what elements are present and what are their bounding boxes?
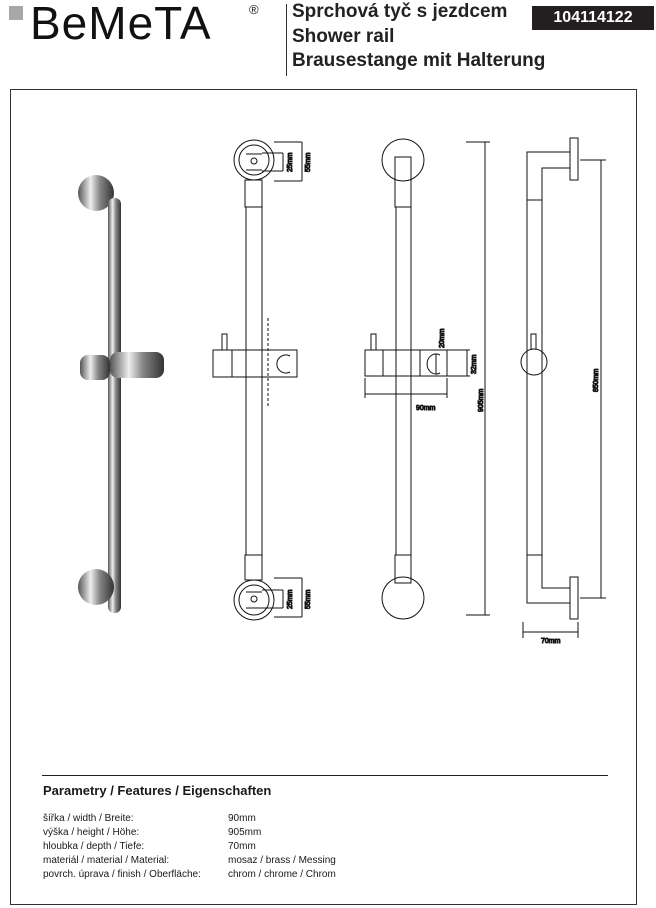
- feature-label: povrch. úprava / finish / Oberfläche:: [43, 869, 201, 880]
- features-divider: [42, 775, 608, 776]
- title-de: Brausestange mit Halterung: [292, 50, 546, 71]
- drawing-frame: [10, 89, 637, 905]
- feature-value: mosaz / brass / Messing: [228, 855, 336, 866]
- feature-value: chrom / chrome / Chrom: [228, 869, 336, 880]
- product-code-badge: 104114122: [532, 6, 654, 30]
- feature-value: 905mm: [228, 827, 262, 838]
- dim-holder-height: 32mm: [471, 354, 478, 374]
- title-cz: Sprchová tyč s jezdcem: [292, 1, 508, 22]
- header-divider: [286, 4, 287, 76]
- front-view: [364, 138, 490, 620]
- brand-logo: BeMeTA: [30, 0, 212, 49]
- feature-label: materiál / material / Material:: [43, 855, 170, 866]
- dim-bottom-plate: 55mm: [305, 589, 312, 609]
- dim-rail-length: 850mm: [593, 368, 600, 392]
- side-view: [520, 137, 606, 638]
- dim-depth: 70mm: [541, 638, 561, 645]
- product-photo: [78, 175, 164, 613]
- feature-label: výška / height / Höhe:: [43, 827, 140, 838]
- dim-height: 905mm: [478, 388, 485, 412]
- dim-top-hole: 25mm: [287, 152, 294, 172]
- feature-value: 90mm: [228, 813, 256, 824]
- logo-square: [9, 6, 23, 20]
- feature-label: šířka / width / Breite:: [43, 813, 134, 824]
- feature-value: 70mm: [228, 841, 256, 852]
- registered-mark: ®: [249, 2, 259, 17]
- front-view-mounting: [212, 139, 303, 621]
- title-en: Shower rail: [292, 26, 395, 47]
- dim-width: 90mm: [416, 405, 436, 412]
- features-title: Parametry / Features / Eigenschaften: [43, 783, 272, 798]
- dim-bottom-hole: 25mm: [287, 589, 294, 609]
- dim-top-plate: 55mm: [305, 152, 312, 172]
- dim-holder-opening: 20mm: [439, 328, 446, 348]
- feature-label: hloubka / depth / Tiefe:: [43, 841, 145, 852]
